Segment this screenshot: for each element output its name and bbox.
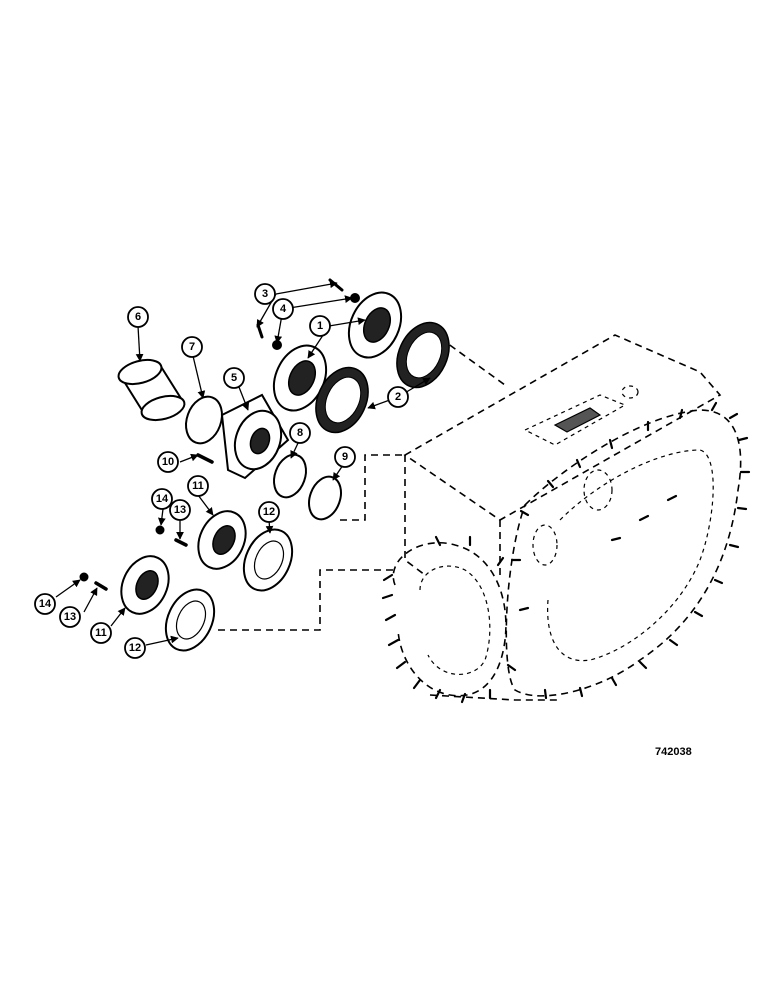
svg-text:14: 14 xyxy=(39,598,52,610)
callout-12-lower: 12 xyxy=(124,637,146,659)
svg-text:13: 13 xyxy=(174,504,186,516)
part-sleeve xyxy=(117,358,186,422)
part-gasket-upper xyxy=(242,528,294,592)
part-housing xyxy=(220,393,290,480)
part-oring-8 xyxy=(273,453,307,499)
callout-11-lower: 11 xyxy=(90,622,112,644)
callout-11-upper: 11 xyxy=(187,475,209,497)
svg-text:13: 13 xyxy=(64,611,76,623)
callout-10: 10 xyxy=(157,451,179,473)
svg-text:7: 7 xyxy=(189,341,195,353)
callout-1: 1 xyxy=(309,315,331,337)
callout-13-upper: 13 xyxy=(169,499,191,521)
callout-2: 2 xyxy=(387,386,409,408)
transmission-housing xyxy=(381,334,751,704)
callout-7: 7 xyxy=(181,336,203,358)
part-bearing-cap-upper xyxy=(197,510,247,570)
part-bolt-10 xyxy=(196,453,214,464)
svg-text:11: 11 xyxy=(95,627,107,639)
svg-text:6: 6 xyxy=(135,311,141,323)
part-gasket-2a xyxy=(315,366,369,434)
part-oring-7 xyxy=(185,395,223,445)
svg-text:3: 3 xyxy=(262,288,268,300)
svg-text:5: 5 xyxy=(231,372,237,384)
svg-text:14: 14 xyxy=(156,493,169,505)
svg-text:12: 12 xyxy=(129,642,141,654)
svg-text:4: 4 xyxy=(280,303,287,315)
part-gasket-2b xyxy=(396,321,450,389)
part-oring-9 xyxy=(308,475,342,521)
svg-text:10: 10 xyxy=(162,456,174,468)
part-bearing-cap-lower xyxy=(120,555,170,615)
svg-text:8: 8 xyxy=(297,427,303,439)
callout-8: 8 xyxy=(289,422,311,444)
svg-text:1: 1 xyxy=(317,320,323,332)
callout-3: 3 xyxy=(254,283,276,305)
callout-14-lower: 14 xyxy=(34,593,56,615)
callout-12-upper: 12 xyxy=(258,501,280,523)
alignment-lines xyxy=(218,337,506,631)
svg-text:11: 11 xyxy=(192,480,204,492)
part-gasket-lower xyxy=(164,588,216,652)
callout-5: 5 xyxy=(223,367,245,389)
callout-6: 6 xyxy=(127,306,149,328)
svg-text:12: 12 xyxy=(263,506,275,518)
part-retainer-lower xyxy=(347,291,403,359)
callout-4: 4 xyxy=(272,298,294,320)
figure-number: 742038 xyxy=(655,746,692,758)
svg-text:9: 9 xyxy=(342,451,348,463)
callout-13-lower: 13 xyxy=(59,606,81,628)
part-nuts-studs xyxy=(79,525,188,591)
callout-9: 9 xyxy=(334,446,356,468)
svg-text:2: 2 xyxy=(395,391,401,403)
callout-14-upper: 14 xyxy=(151,488,173,510)
